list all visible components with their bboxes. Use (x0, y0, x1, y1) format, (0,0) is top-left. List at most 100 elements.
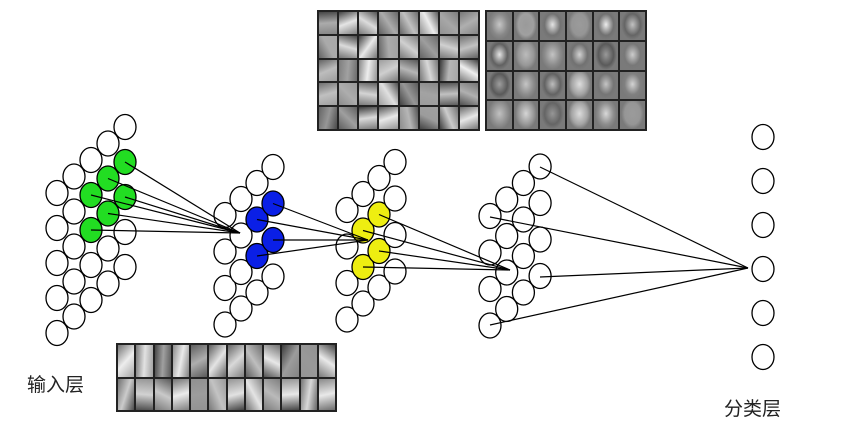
feature-tile (487, 12, 512, 40)
layer1-node (96, 270, 120, 297)
feature-tile (136, 378, 153, 410)
feature-tile (399, 12, 418, 34)
layer1-node (45, 214, 69, 242)
layer1-node (62, 268, 86, 295)
feature-tile (209, 378, 226, 410)
feature-tile (118, 378, 135, 410)
feature-tile (319, 12, 338, 34)
feature-tile (264, 345, 281, 377)
output-node (751, 299, 775, 327)
layer4-node (478, 202, 502, 230)
layer2-node (213, 201, 237, 229)
edge-features-image (116, 343, 337, 412)
feature-tile (540, 71, 565, 100)
layer1-node (45, 319, 69, 347)
feature-tile (191, 378, 208, 410)
feature-tile (359, 107, 378, 129)
output-layer-label: 分类层 (724, 398, 782, 420)
output-node (751, 343, 775, 371)
layer1-node (62, 303, 86, 330)
layer4-node (528, 189, 552, 217)
output-node (751, 123, 775, 151)
feature-tile (282, 378, 299, 410)
feature-tile (118, 345, 135, 377)
feature-tile (300, 378, 317, 410)
layer1-node (79, 251, 103, 279)
layer1-node (79, 286, 103, 314)
feature-tile (540, 41, 565, 70)
feature-tile (593, 41, 619, 70)
layer2-node (213, 311, 237, 338)
layer3-node (335, 196, 359, 224)
feature-tile (319, 107, 338, 129)
feature-tile (339, 107, 358, 129)
feature-tile (399, 107, 418, 129)
feature-tile (318, 378, 335, 410)
feature-tile (399, 59, 418, 82)
feature-tile (379, 12, 398, 34)
feature-tile (264, 378, 281, 410)
layer3-node (367, 164, 391, 192)
feature-tile (245, 345, 262, 377)
feature-tile (339, 35, 358, 58)
layer4-node (511, 206, 536, 233)
feature-tile (513, 101, 539, 129)
layer3-connection (362, 229, 511, 271)
layer1-node (45, 284, 69, 312)
feature-tile (487, 41, 512, 70)
layer1-node (45, 249, 69, 277)
feature-tile (459, 83, 478, 106)
layer3-node (335, 269, 359, 297)
feature-tile (359, 12, 378, 34)
layer4-node (511, 169, 536, 197)
feature-tile (172, 345, 189, 377)
feature-tile (439, 107, 458, 129)
layer4-connection (489, 267, 749, 326)
layer2-node (213, 238, 237, 265)
layer4-node (478, 275, 502, 303)
layer1-connection (107, 212, 241, 234)
feature-tile (339, 83, 358, 106)
feature-tile (439, 35, 458, 58)
feature-tile (419, 59, 438, 82)
layer2-node (245, 279, 269, 306)
feature-tile (379, 83, 398, 106)
layer1-connection (90, 229, 241, 234)
layer3-connection (378, 250, 511, 271)
feature-tile (154, 345, 171, 377)
layer4-node (528, 153, 552, 180)
layer1-node (113, 253, 137, 281)
layer2-node (213, 274, 237, 302)
feature-tile (566, 12, 592, 40)
feature-tile (339, 59, 358, 82)
layer4-node (511, 242, 536, 270)
layer1-node (113, 218, 137, 246)
feature-tile (487, 71, 512, 100)
layer1-node (96, 130, 120, 157)
layer3-node (351, 290, 375, 317)
layer3-node (335, 306, 359, 333)
feature-tile (319, 83, 338, 106)
feature-tile (209, 345, 226, 377)
feature-tile (459, 35, 478, 58)
layer4-node (495, 222, 519, 250)
layer1-node (96, 235, 120, 262)
feature-tile (172, 378, 189, 410)
layer2-node (229, 222, 253, 249)
feature-tile (513, 12, 539, 40)
layer2-connection (256, 218, 369, 241)
layer2-node (261, 153, 285, 181)
feature-tile (593, 71, 619, 100)
feature-tile (487, 101, 512, 129)
feature-tile (154, 378, 171, 410)
output-node (751, 211, 775, 239)
layer3-node (351, 180, 375, 208)
feature-tile (459, 12, 478, 34)
feature-tile (359, 83, 378, 106)
layer3-connection (378, 213, 511, 271)
feature-tile (300, 345, 317, 377)
feature-tile (419, 107, 438, 129)
feature-tile (339, 12, 358, 34)
layer1-node (62, 233, 86, 260)
